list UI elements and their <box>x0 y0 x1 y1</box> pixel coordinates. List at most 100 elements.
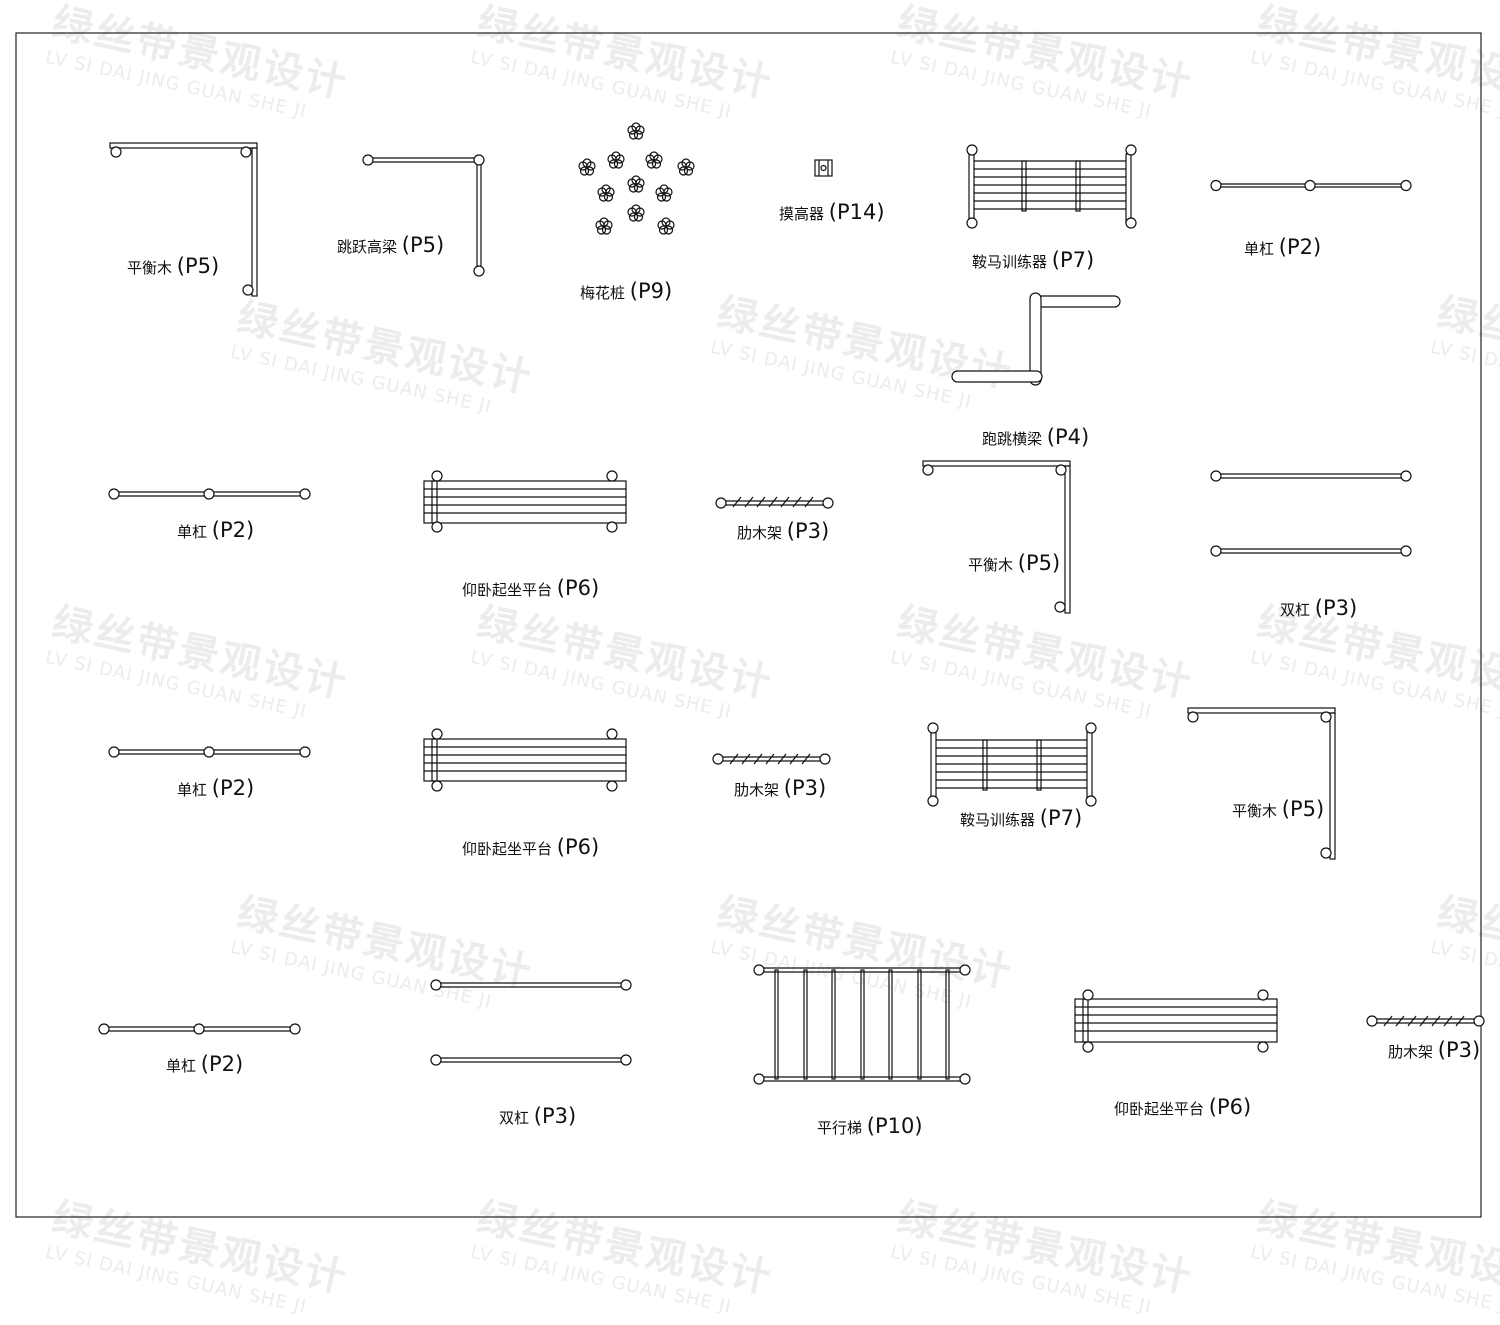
single-bar-2-symbol <box>108 488 311 500</box>
parallel-bars-2-symbol <box>430 979 632 1066</box>
plum-pile <box>677 158 695 176</box>
label-parallel-bars-1: 双杠 (P3) <box>1280 596 1357 620</box>
plum-pile <box>645 151 663 169</box>
label-rib-rack-1: 肋木架 (P3) <box>737 519 829 543</box>
label-balance-beam-1: 平衡木 (P5) <box>127 254 219 278</box>
plum-pile <box>655 184 673 202</box>
reach-high-symbol <box>814 159 833 177</box>
plum-pile <box>597 184 615 202</box>
label-name: 单杠 <box>166 1057 197 1075</box>
balance-beam-3-symbol <box>1187 707 1336 860</box>
label-name: 平衡木 <box>127 259 173 277</box>
plum-pile <box>607 151 625 169</box>
label-reach-high: 摸高器 (P14) <box>779 200 885 224</box>
label-name: 肋木架 <box>734 781 780 799</box>
label-name: 平行梯 <box>817 1119 863 1137</box>
label-code: (P5) <box>176 254 220 278</box>
pommel-trainer-1-symbol <box>966 144 1137 229</box>
label-name: 鞍马训练器 <box>960 811 1036 829</box>
label-name: 平衡木 <box>968 556 1014 574</box>
label-name: 仰卧起坐平台 <box>462 840 553 858</box>
label-single-bar-2: 单杠 (P2) <box>177 518 254 542</box>
label-single-bar-3: 单杠 (P2) <box>177 776 254 800</box>
label-situp-3: 仰卧起坐平台 (P6) <box>1114 1095 1251 1119</box>
drawing-frame <box>15 32 1482 1218</box>
label-code: (P2) <box>211 518 255 542</box>
single-bar-4-symbol <box>98 1023 301 1035</box>
label-code: (P3) <box>1314 596 1358 620</box>
plum-piles-symbol <box>578 122 695 235</box>
label-balance-beam-2: 平衡木 (P5) <box>968 551 1060 575</box>
label-name: 平衡木 <box>1232 802 1278 820</box>
label-code: (P3) <box>783 776 827 800</box>
label-name: 双杠 <box>499 1109 530 1127</box>
label-code: (P2) <box>211 776 255 800</box>
plum-pile <box>627 175 645 193</box>
situp-platform-3-symbol <box>1074 989 1278 1053</box>
label-code: (P4) <box>1046 425 1090 449</box>
label-single-bar-1: 单杠 (P2) <box>1244 235 1321 259</box>
label-code: (P10) <box>866 1114 923 1138</box>
label-name: 梅花桩 <box>580 284 626 302</box>
label-name: 摸高器 <box>779 205 825 223</box>
label-code: (P7) <box>1039 806 1083 830</box>
label-code: (P3) <box>1437 1038 1481 1062</box>
label-code: (P6) <box>556 576 600 600</box>
label-name: 跳跃高梁 <box>337 238 398 256</box>
balance-beam-1-symbol <box>109 142 258 297</box>
label-run-jump-beam: 跑跳横梁 (P4) <box>982 425 1089 449</box>
label-situp-2: 仰卧起坐平台 (P6) <box>462 835 599 859</box>
label-name: 鞍马训练器 <box>972 253 1048 271</box>
label-code: (P14) <box>828 200 885 224</box>
plum-pile <box>578 158 596 176</box>
label-code: (P2) <box>200 1052 244 1076</box>
label-name: 跑跳横梁 <box>982 430 1043 448</box>
label-code: (P5) <box>1281 797 1325 821</box>
label-horizontal-ladder: 平行梯 (P10) <box>817 1114 923 1138</box>
label-code: (P9) <box>629 279 673 303</box>
label-jump-high-beam: 跳跃高梁 (P5) <box>337 233 444 257</box>
parallel-bars-1-symbol <box>1210 470 1412 557</box>
label-situp-1: 仰卧起坐平台 (P6) <box>462 576 599 600</box>
balance-beam-2-symbol <box>922 460 1071 614</box>
label-name: 双杠 <box>1280 601 1311 619</box>
label-name: 仰卧起坐平台 <box>462 581 553 599</box>
label-plum-piles: 梅花桩 (P9) <box>580 279 672 303</box>
label-name: 单杠 <box>177 781 208 799</box>
horizontal-ladder-symbol <box>753 964 971 1085</box>
rib-rack-3-symbol <box>1366 1015 1485 1027</box>
label-parallel-bars-2: 双杠 (P3) <box>499 1104 576 1128</box>
drawing-canvas <box>15 32 1485 1218</box>
label-code: (P2) <box>1278 235 1322 259</box>
pommel-trainer-2-symbol <box>927 722 1097 807</box>
rib-rack-1-symbol <box>715 496 834 509</box>
label-name: 仰卧起坐平台 <box>1114 1100 1205 1118</box>
plum-pile <box>627 122 645 140</box>
label-code: (P3) <box>533 1104 577 1128</box>
label-code: (P6) <box>556 835 600 859</box>
rib-rack-2-symbol <box>712 753 831 765</box>
label-single-bar-4: 单杠 (P2) <box>166 1052 243 1076</box>
jump-high-beam-symbol <box>362 154 485 277</box>
label-pommel-2: 鞍马训练器 (P7) <box>960 806 1082 830</box>
label-name: 肋木架 <box>737 524 783 542</box>
situp-platform-1-symbol <box>423 470 627 533</box>
plum-pile <box>657 217 675 235</box>
label-code: (P3) <box>786 519 830 543</box>
plum-pile <box>627 204 645 222</box>
plum-pile <box>595 217 613 235</box>
single-bar-1-symbol <box>1210 179 1412 192</box>
single-bar-3-symbol <box>108 746 311 758</box>
label-name: 肋木架 <box>1388 1043 1434 1061</box>
label-rib-rack-3: 肋木架 (P3) <box>1388 1038 1480 1062</box>
label-name: 单杠 <box>177 523 208 541</box>
run-jump-beam-symbol <box>951 292 1121 386</box>
label-code: (P7) <box>1051 248 1095 272</box>
label-code: (P5) <box>1017 551 1061 575</box>
label-rib-rack-2: 肋木架 (P3) <box>734 776 826 800</box>
label-code: (P6) <box>1208 1095 1252 1119</box>
label-pommel-1: 鞍马训练器 (P7) <box>972 248 1094 272</box>
label-name: 单杠 <box>1244 240 1275 258</box>
label-balance-beam-3: 平衡木 (P5) <box>1232 797 1324 821</box>
